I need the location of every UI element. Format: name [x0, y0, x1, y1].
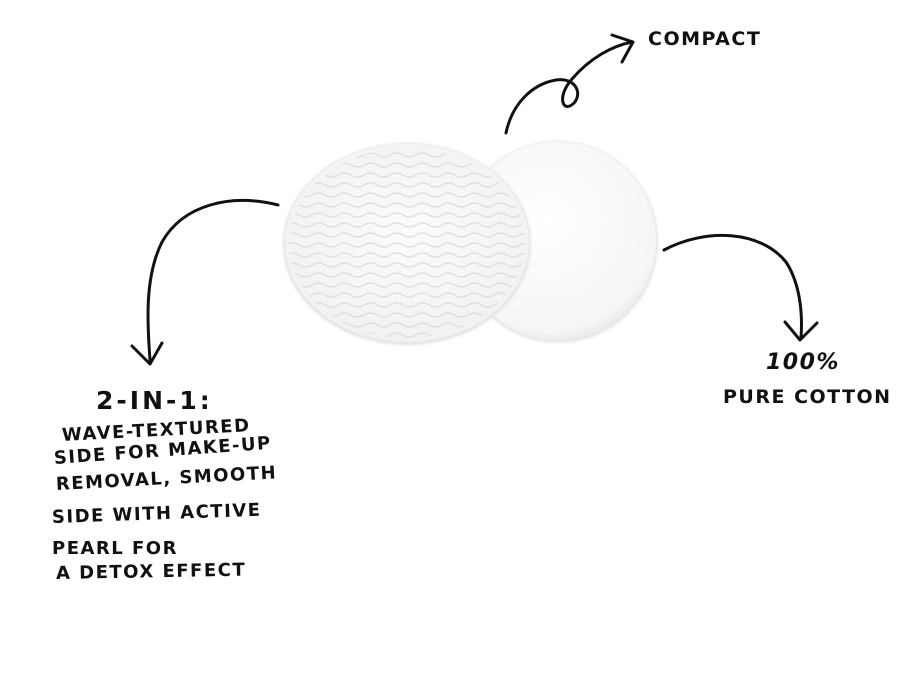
- compact-label: COMPACT: [648, 28, 762, 50]
- cotton-percent-label: 100%: [766, 350, 840, 375]
- two-in-one-heading: 2-IN-1:: [96, 386, 213, 415]
- description-line: PEARL FOR: [52, 538, 178, 559]
- curved-arrow-icon: [130, 199, 280, 366]
- wave-textured-pad-icon: [283, 143, 531, 345]
- curved-arrow-icon: [504, 33, 635, 135]
- description-line: A DETOX EFFECT: [55, 559, 247, 584]
- curved-arrow-icon: [662, 233, 819, 342]
- pure-cotton-label: PURE COTTON: [723, 386, 892, 408]
